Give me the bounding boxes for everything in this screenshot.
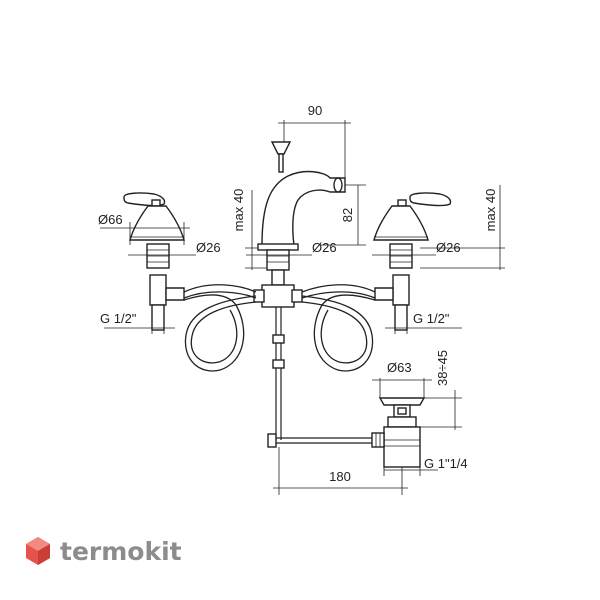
- logo-text: termokit: [60, 537, 182, 566]
- right-valve: [373, 192, 452, 331]
- left-hose: [183, 284, 257, 372]
- left-valve: [123, 192, 185, 331]
- center-spout: [253, 141, 382, 448]
- dimension-38-45: 38÷45: [420, 350, 462, 430]
- dim-90-label: 90: [308, 103, 322, 118]
- dimension-g12-left: G 1/2": [100, 311, 175, 334]
- dim-82-label: 82: [340, 208, 355, 222]
- dim-dia26-center-label: Ø26: [312, 240, 337, 255]
- dim-g12-right-label: G 1/2": [413, 311, 450, 326]
- dimension-dia26-right: Ø26: [372, 240, 461, 260]
- right-hose: [301, 284, 376, 372]
- dimension-max40-right: max 40: [420, 185, 505, 270]
- dim-dia66-label: Ø66: [98, 212, 123, 227]
- dimension-180: 180: [273, 447, 408, 495]
- dim-dia26-right-label: Ø26: [436, 240, 461, 255]
- termokit-logo: termokit: [26, 537, 182, 566]
- dimension-max40-left: max 40: [231, 189, 268, 270]
- dim-38-45-label: 38÷45: [435, 350, 450, 386]
- dim-g1-1-4-label: G 1"1/4: [424, 456, 468, 471]
- dimension-90: 90: [278, 103, 351, 185]
- dimension-dia26-center: Ø26: [246, 240, 337, 256]
- dim-180-label: 180: [329, 469, 351, 484]
- dimension-82: 82: [320, 184, 366, 246]
- pop-up-waste: [371, 397, 426, 468]
- dim-dia63-label: Ø63: [387, 360, 412, 375]
- dim-g12-left-label: G 1/2": [100, 311, 137, 326]
- dim-dia26-left-label: Ø26: [196, 240, 221, 255]
- dim-max40-right-label: max 40: [483, 189, 498, 232]
- dimension-dia26-left: Ø26: [128, 240, 221, 260]
- dimension-g12-right: G 1/2": [385, 311, 462, 334]
- dimension-dia63: Ø63: [372, 360, 432, 398]
- dim-max40-left-label: max 40: [231, 189, 246, 232]
- dimension-dia66: Ø66: [98, 212, 190, 245]
- dimension-g1-1-4: G 1"1/4: [383, 456, 468, 476]
